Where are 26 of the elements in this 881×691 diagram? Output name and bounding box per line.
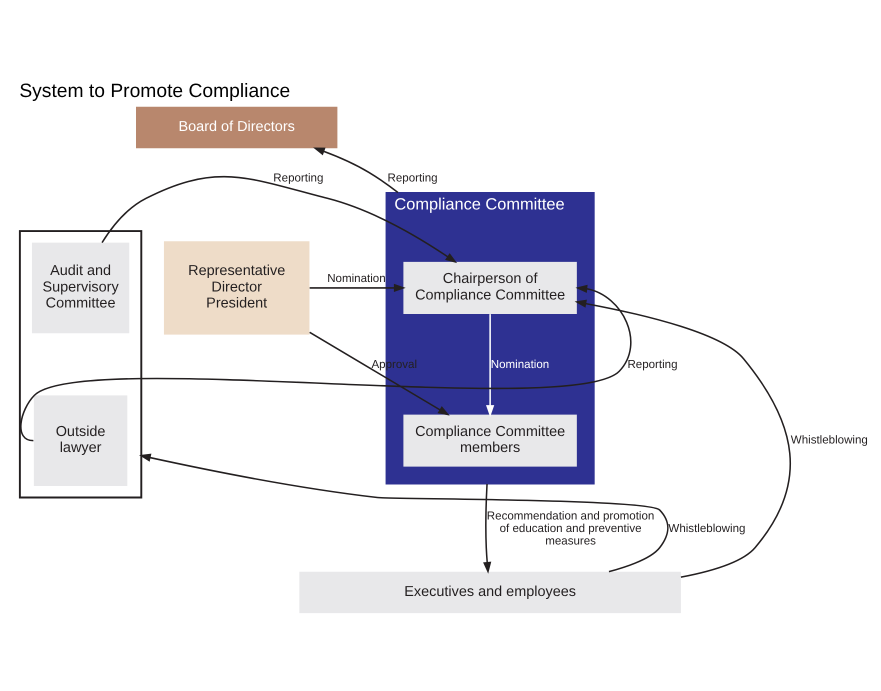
node-box: Outside lawyer xyxy=(34,395,128,486)
edge-label: Recommendation and promotion of education and preventive measures xyxy=(486,510,654,548)
arrow xyxy=(313,148,398,194)
edge-label: Nomination xyxy=(327,272,386,285)
edge-label: Reporting xyxy=(627,359,678,371)
node-box: Compliance Committee members xyxy=(403,414,577,467)
edge-label: Reporting xyxy=(273,172,324,185)
node-box: Representative Director President xyxy=(164,241,310,335)
edge-label: Nomination xyxy=(490,359,550,371)
node-box: Chairperson of Compliance Committee xyxy=(403,262,577,314)
node-box: Audit and Supervisory Committee xyxy=(32,242,130,334)
arrow xyxy=(574,300,791,578)
arrow xyxy=(139,454,669,572)
arrow xyxy=(20,284,632,442)
cluster xyxy=(18,230,142,498)
arrow xyxy=(309,332,450,416)
edge-label: Reporting xyxy=(388,172,438,185)
arrow xyxy=(101,176,458,264)
arrow xyxy=(483,484,492,574)
diagram-title: System to Promote Compliance xyxy=(19,81,290,102)
node-box: Executives and employees xyxy=(299,572,681,614)
edge-label: Whistleblowing xyxy=(668,522,746,535)
node-box: Board of Directors xyxy=(136,106,338,148)
arrow xyxy=(486,314,494,417)
edge-label: Whistleblowing xyxy=(790,434,868,447)
arrow xyxy=(310,284,406,292)
